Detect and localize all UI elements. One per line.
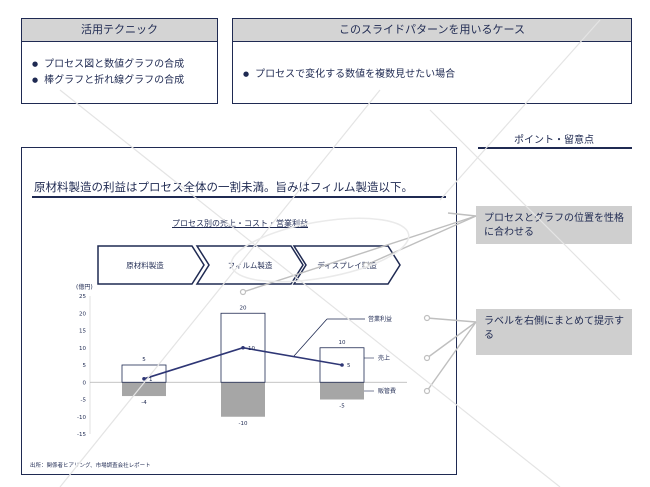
- process-bar-line-chart: 原材料製造フィルム製造ディスプレイ製造(億円)2520151050-5-10-1…: [76, 245, 407, 438]
- points-header-underline: [478, 147, 632, 149]
- process-step-label: ディスプレイ製造: [317, 260, 377, 270]
- y-tick-label: 20: [79, 311, 86, 317]
- points-header: ポイント・留意点: [514, 135, 594, 146]
- cost-bar-value-label: -5: [339, 404, 345, 410]
- profit-value-label: 1: [149, 377, 153, 383]
- callout-labels-right: ラベルを右側にまとめて提示する: [476, 309, 632, 355]
- cases-panel: このスライドパターンを用いるケース プロセスで変化する数値を複数見せたい場合: [232, 18, 632, 104]
- profit-value-label: 10: [248, 346, 255, 352]
- technique-list: プロセス図と数値グラフの合成 棒グラフと折れ線グラフの合成: [32, 57, 184, 89]
- series-label-cost: 販管費: [378, 387, 396, 395]
- process-step-label: フィルム製造: [228, 260, 273, 270]
- process-step-label: 原材料製造: [126, 260, 164, 270]
- cases-list: プロセスで変化する数値を複数見せたい場合: [243, 67, 455, 83]
- cases-item: プロセスで変化する数値を複数見せたい場合: [243, 67, 455, 83]
- y-tick-label: 10: [79, 346, 86, 352]
- sales-bar-value-label: 20: [240, 305, 247, 311]
- y-tick-label: -15: [77, 432, 86, 438]
- series-label-sales: 売上: [378, 354, 390, 362]
- y-tick-label: 0: [83, 380, 87, 386]
- cost-bar: [320, 382, 364, 400]
- cost-bar: [122, 382, 166, 397]
- profit-point: [241, 345, 245, 350]
- cost-bar: [221, 382, 265, 417]
- technique-item: プロセス図と数値グラフの合成: [32, 57, 184, 73]
- y-axis-unit-label: (億円): [76, 283, 93, 291]
- callout-position: プロセスとグラフの位置を性格に合わせる: [476, 206, 632, 244]
- profit-point: [340, 363, 344, 367]
- technique-panel: 活用テクニック プロセス図と数値グラフの合成 棒グラフと折れ線グラフの合成: [21, 18, 218, 104]
- y-tick-label: 25: [79, 294, 86, 300]
- y-tick-label: 15: [79, 329, 86, 335]
- y-tick-label: -5: [81, 398, 87, 404]
- profit-value-label: 5: [347, 363, 351, 369]
- slide-preview: 原材料製造の利益はプロセス全体の一割未満。旨みはフィルム製造以下。 プロセス別の…: [21, 147, 457, 475]
- sales-bar-value-label: 5: [142, 357, 146, 363]
- cost-bar-value-label: -4: [141, 400, 147, 406]
- series-label-profit: 営業利益: [368, 315, 392, 323]
- profit-point: [142, 377, 146, 381]
- technique-header: 活用テクニック: [22, 19, 217, 42]
- technique-item: 棒グラフと折れ線グラフの合成: [32, 73, 184, 89]
- cases-header: このスライドパターンを用いるケース: [233, 19, 631, 42]
- y-tick-label: 5: [83, 363, 87, 369]
- sales-bar-value-label: 10: [339, 340, 346, 346]
- cost-bar-value-label: -10: [239, 421, 248, 427]
- y-tick-label: -10: [77, 415, 86, 421]
- source-note: 出所：関係者ヒアリング、市場調査会社レポート: [30, 463, 151, 469]
